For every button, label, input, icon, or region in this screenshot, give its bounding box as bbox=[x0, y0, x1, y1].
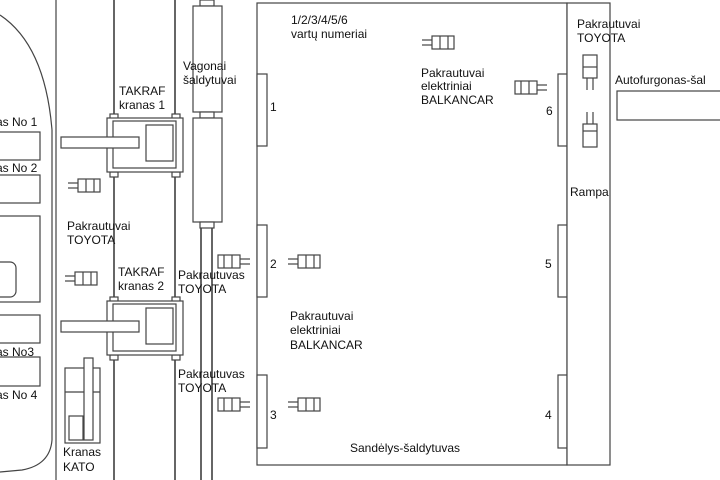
gate-3 bbox=[256, 374, 268, 449]
warehouse-name: Sandėlys-šaldytuvas bbox=[350, 441, 460, 455]
forklift-balkancar-mid: Pakrautuvai elektriniai BALKANCAR bbox=[287, 254, 363, 412]
wagons-label-1: Vagonai bbox=[183, 59, 226, 73]
toyota-gate2-label-2: TOYOTA bbox=[178, 282, 226, 296]
hatch-cover bbox=[0, 261, 17, 298]
takraf-crane-1: TAKRAF kranas 1 bbox=[60, 84, 184, 178]
hold-label-1: as No 1 bbox=[0, 115, 38, 129]
takraf-crane-2: TAKRAF kranas 2 bbox=[60, 265, 184, 361]
toyota-ramp-label-1: Pakrautuvai bbox=[577, 17, 640, 31]
ramp: Rampa Pakrautuvai TOYOTA bbox=[566, 2, 640, 466]
gate-label-2: 2 bbox=[270, 257, 277, 271]
gate-label-5: 5 bbox=[545, 257, 552, 271]
forklift-icon bbox=[67, 178, 101, 193]
balkancar-mid-label-2: elektriniai bbox=[290, 323, 341, 337]
gate-6 bbox=[557, 73, 568, 147]
crane1-label-2: kranas 1 bbox=[119, 98, 165, 112]
hold-label-4: as No 4 bbox=[0, 388, 38, 402]
gate-legend-2: vartų numeriai bbox=[291, 27, 367, 41]
forklift-toyota-gate3: Pakrautuvas TOYOTA bbox=[178, 367, 251, 412]
hold-label-3: as No3 bbox=[0, 345, 34, 359]
ship: as No 1 as No 2 as No3 as No 4 bbox=[0, 14, 53, 473]
kato-label-1: Kranas bbox=[63, 445, 101, 459]
forklift-balkancar-top: Pakrautuvai elektriniai BALKANCAR bbox=[421, 35, 548, 107]
crane2-label-1: TAKRAF bbox=[118, 265, 164, 279]
toyota-gate3-label-2: TOYOTA bbox=[178, 381, 226, 395]
toyota-gate3-label-1: Pakrautuvas bbox=[178, 367, 245, 381]
gate-label-3: 3 bbox=[270, 408, 277, 422]
gate-label-4: 4 bbox=[545, 408, 552, 422]
kato-label-2: KATO bbox=[63, 460, 95, 474]
balkancar-top-label-1: Pakrautuvai bbox=[421, 66, 484, 80]
quay-rails bbox=[55, 0, 213, 480]
gate-label-6: 6 bbox=[546, 104, 553, 118]
forklift-toyota-gate2: Pakrautuvas TOYOTA bbox=[178, 254, 251, 296]
toyota-gate2-label-1: Pakrautuvas bbox=[178, 268, 245, 282]
hold-2 bbox=[0, 174, 41, 204]
forklift-toyota-quay: Pakrautuvai TOYOTA bbox=[64, 178, 130, 286]
hold-4 bbox=[0, 356, 41, 387]
truck-label: Autofurgonas-šal bbox=[615, 73, 706, 87]
forklift-icon bbox=[217, 397, 251, 412]
gate-1 bbox=[256, 73, 268, 147]
forklift-icon bbox=[64, 271, 98, 286]
wagons-label-2: šaldytuvai bbox=[183, 73, 236, 87]
forklift-icon bbox=[217, 254, 251, 269]
gate-label-1: 1 bbox=[270, 100, 277, 114]
hold-3 bbox=[0, 314, 41, 344]
toyota-quay-label-2: TOYOTA bbox=[67, 233, 115, 247]
hold-1 bbox=[0, 131, 41, 161]
forklift-icon bbox=[582, 54, 598, 90]
gate-2 bbox=[256, 224, 268, 298]
crane1-label-1: TAKRAF bbox=[119, 84, 165, 98]
warehouse: 1 2 3 4 5 6 1/2/3/4/5/6 vartų numeriai S… bbox=[256, 2, 568, 466]
toyota-quay-label-1: Pakrautuvai bbox=[67, 219, 130, 233]
ramp-label: Rampa bbox=[570, 185, 609, 199]
balkancar-mid-label-3: BALKANCAR bbox=[290, 338, 363, 352]
crane2-label-2: kranas 2 bbox=[118, 279, 164, 293]
kato-crane: Kranas KATO bbox=[63, 357, 101, 474]
balkancar-top-label-2: elektriniai bbox=[421, 79, 472, 93]
balkancar-top-label-3: BALKANCAR bbox=[421, 93, 494, 107]
gate-legend-1: 1/2/3/4/5/6 bbox=[291, 13, 348, 27]
hold-label-2: as No 2 bbox=[0, 161, 38, 175]
refrigerated-wagons: Vagonai šaldytuvai bbox=[183, 0, 236, 229]
toyota-ramp-label-2: TOYOTA bbox=[577, 31, 625, 45]
balkancar-mid-label-1: Pakrautuvai bbox=[290, 309, 353, 323]
refrigerated-truck: Autofurgonas-šal bbox=[615, 73, 720, 121]
gate-4 bbox=[557, 374, 568, 449]
forklift-icon bbox=[582, 112, 598, 148]
gate-5 bbox=[557, 224, 568, 298]
